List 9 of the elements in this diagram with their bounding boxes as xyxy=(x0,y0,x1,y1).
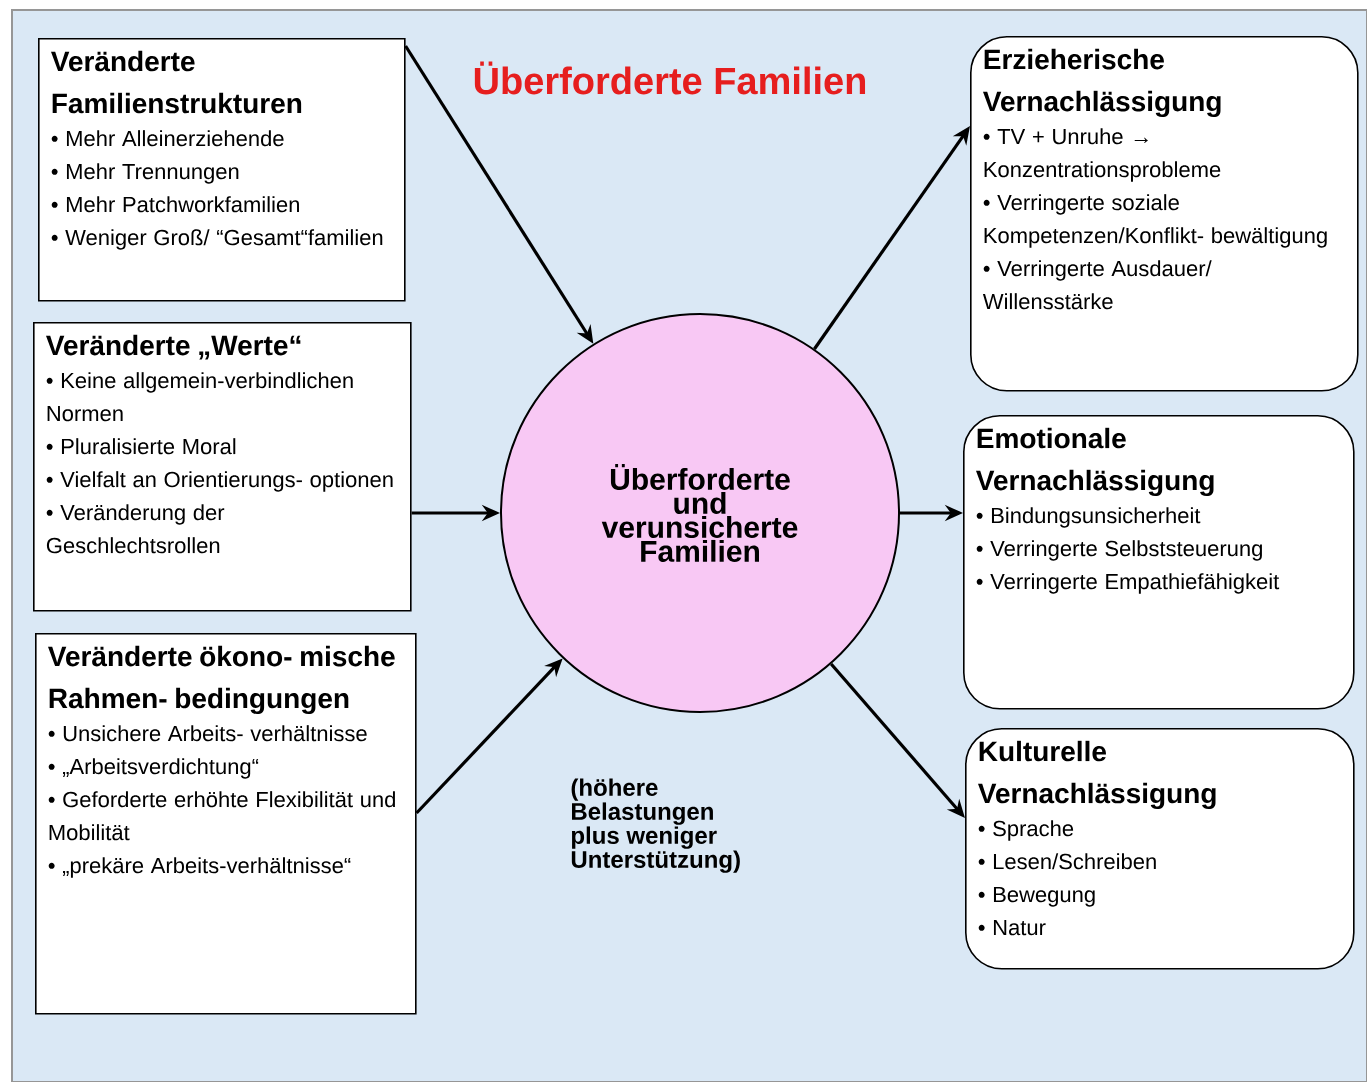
text-box: Veränderte Familienstrukturen • Mehr Alleinerziehende • Mehr Trennungen • Mehr Patchworkfamilien • Weniger Groß/ “Gesamt“familien xyxy=(38,38,406,302)
title: Überforderte Familien xyxy=(474,61,866,95)
note-text: (höhere Belastungen plus weniger Unterstützung) xyxy=(571,778,740,873)
rounded-box: Emotionale Vernachlässigung • Bindungsunsicherheit • Verringerte Selbststeuerung • Verringerte Empathiefähigkeit xyxy=(963,415,1355,710)
rounded-box: Kulturelle Vernachlässigung • Sprache • Lesen/Schreiben • Bewegung • Natur xyxy=(965,728,1355,970)
rounded-box: Erzieherische Vernachlässigung • TV + Unruhe → Konzentrationsprobleme • Verringerte soziale Kompetenzen/Konflikt- bewältigung • Verringerte Ausdauer/ Willensstärke xyxy=(970,36,1359,392)
text-box: Veränderte ökono- mische Rahmen- bedingungen • Unsichere Arbeits- verhältnisse • „Arbeitsverdichtung“ • Geforderte erhöhte Flexibilität und Mobilität • „prekäre Arbeits-verhältnisse“ xyxy=(35,633,417,1015)
text-box: Veränderte „Werte“ • Keine allgemein-verbindlichen Normen • Pluralisierte Moral • Vielfalt an Orientierungs- optionen • Veränderung der Geschlechtsrollen xyxy=(33,322,412,612)
circle-node: Überforderte und verunsicherte Familien xyxy=(500,313,900,713)
